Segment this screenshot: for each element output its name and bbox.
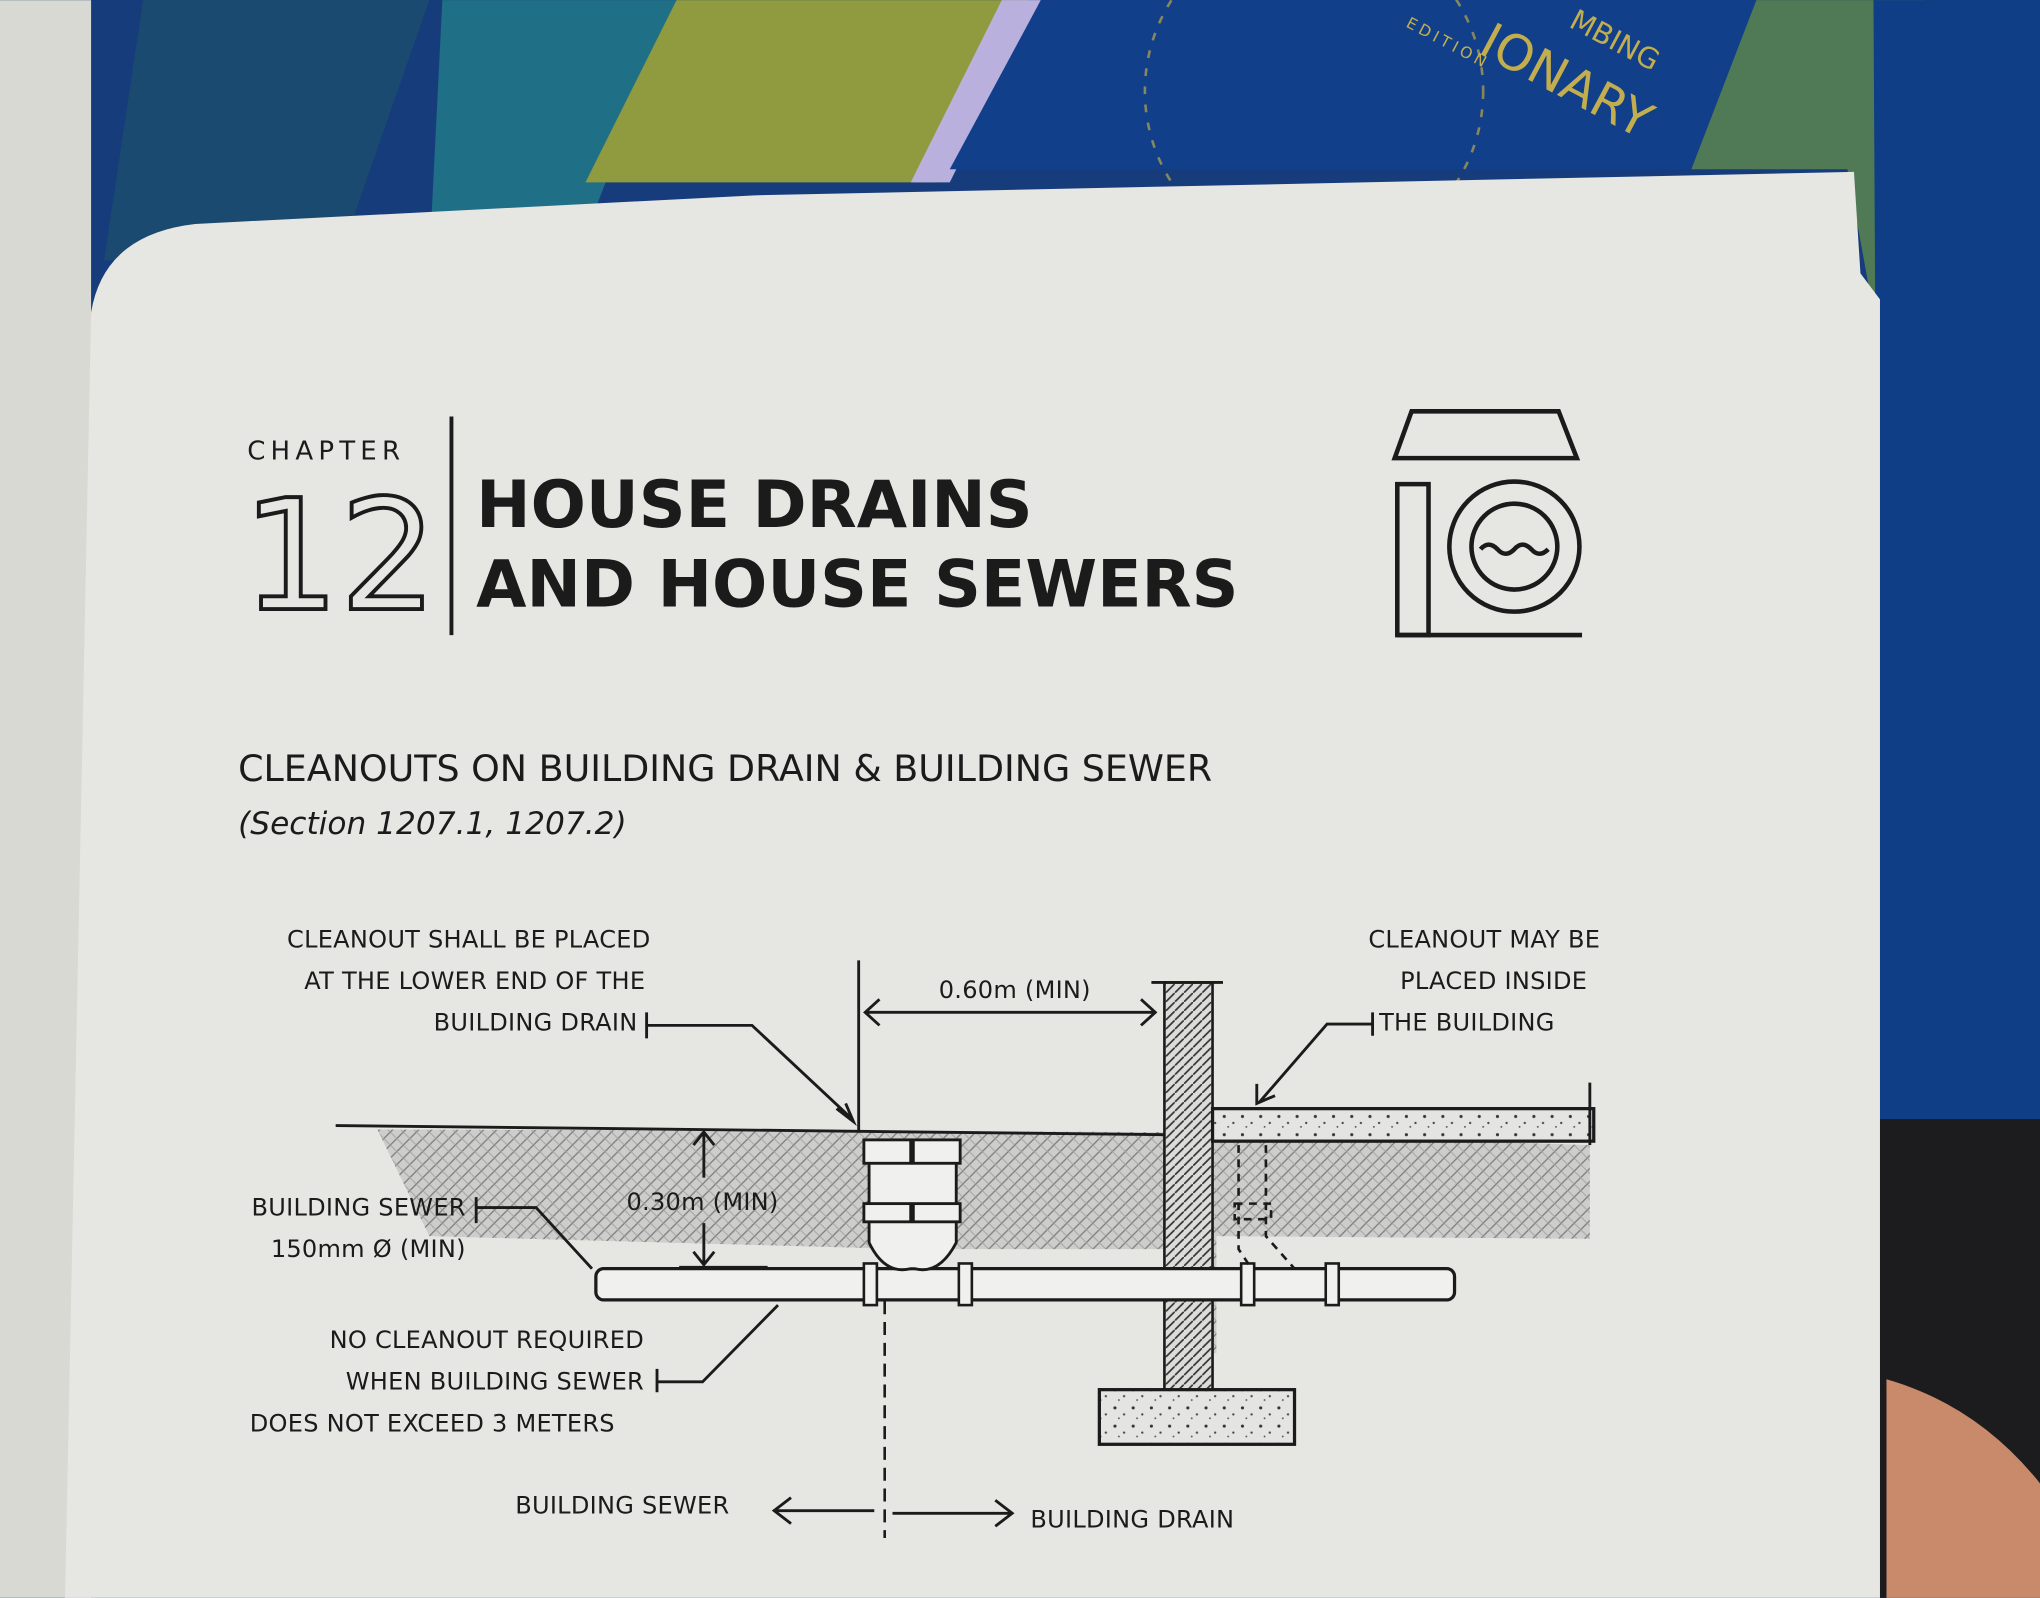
arrow-to-sewer <box>771 1496 875 1525</box>
chapter-number: 12 <box>242 467 437 646</box>
bottom-label-drain: BUILDING DRAIN <box>1030 1506 1234 1534</box>
label-no-cleanout-3: DOES NOT EXCEED 3 METERS <box>250 1409 615 1437</box>
dim-horizontal-label: 0.60m (MIN) <box>939 976 1091 1004</box>
label-no-cleanout-1: NO CLEANOUT REQUIRED <box>330 1326 644 1354</box>
cleanout-diagram: 0.60m (MIN) 0.30m (MIN) CLEANOUT SHALL B… <box>250 925 1600 1538</box>
pipe-couplings <box>862 1262 1341 1307</box>
label-inside-2: PLACED INSIDE <box>1400 967 1587 995</box>
chapter-label: CHAPTER <box>247 436 405 466</box>
leader-sewer-size <box>474 1197 594 1270</box>
foundation-wall <box>1163 981 1214 1394</box>
label-sewer-size-2: 150mm Ø (MIN) <box>271 1235 466 1263</box>
bottom-label-sewer: BUILDING SEWER <box>515 1491 729 1519</box>
soil-hatch <box>377 1129 1590 1354</box>
label-sewer-size-1: BUILDING SEWER <box>252 1193 466 1221</box>
ground-line <box>335 1124 1165 1137</box>
chapter-title-line1: HOUSE DRAINS <box>476 468 1032 543</box>
label-lower-end-2: AT THE LOWER END OF THE <box>304 967 645 995</box>
leader-lower-end <box>645 1012 857 1127</box>
section-heading: CLEANOUTS ON BUILDING DRAIN & BUILDING S… <box>238 747 1212 790</box>
washing-machine-drain-icon <box>1391 409 1583 638</box>
dim-vertical-label: 0.30m (MIN) <box>627 1188 779 1216</box>
cleanout-riser <box>862 1138 962 1272</box>
inside-cleanout-dashed <box>1233 1145 1296 1270</box>
label-inside-3: THE BUILDING <box>1378 1009 1555 1037</box>
label-inside-1: CLEANOUT MAY BE <box>1368 925 1600 953</box>
arrow-to-drain <box>892 1499 1015 1528</box>
dim-arrow-vertical <box>679 1129 768 1269</box>
section-reference: (Section 1207.1, 1207.2) <box>238 806 627 842</box>
label-lower-end-3: BUILDING DRAIN <box>434 1009 638 1037</box>
footing <box>1097 1388 1297 1446</box>
label-lower-end-1: CLEANOUT SHALL BE PLACED <box>287 925 650 953</box>
book-page <box>65 171 1880 1598</box>
leader-inside <box>1255 1012 1375 1106</box>
dim-arrow-horizontal <box>863 998 1158 1027</box>
leader-no-cleanout <box>655 1304 780 1393</box>
floor-slab <box>1210 1107 1596 1143</box>
chapter-title-line2: AND HOUSE SEWERS <box>476 547 1238 622</box>
label-no-cleanout-2: WHEN BUILDING SEWER <box>346 1368 644 1396</box>
